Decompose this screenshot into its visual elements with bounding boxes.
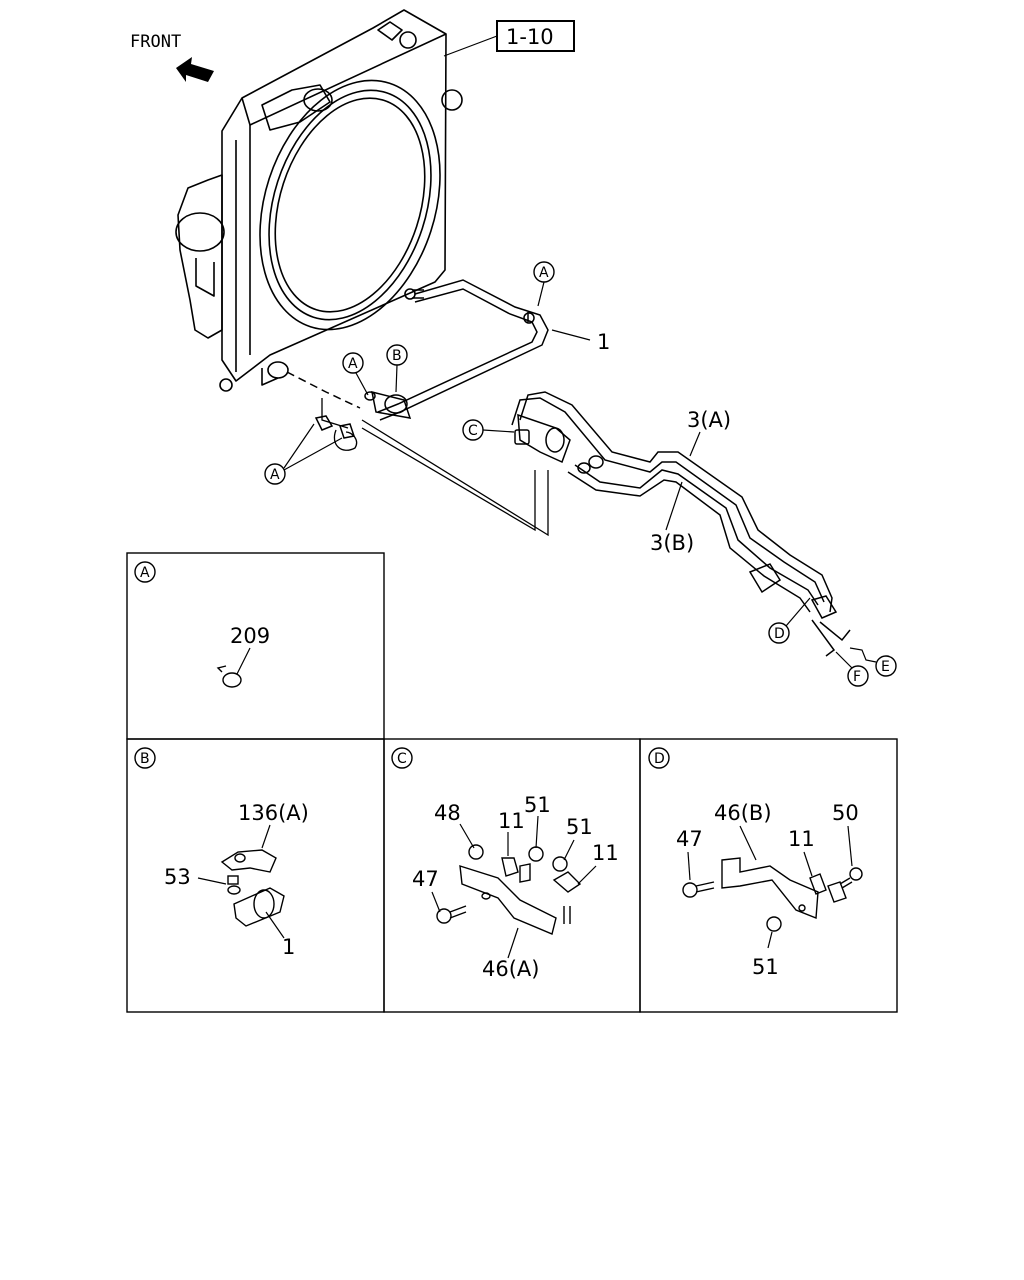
callout-D: D [768,597,811,644]
detail-A: A 209 [134,561,270,688]
label-pipe-3b: 3(B) [650,481,694,555]
svg-text:3(A): 3(A) [687,408,731,432]
bracket-136a-icon [220,849,277,873]
front-arrow-icon [176,57,214,82]
callout-C: C [462,419,515,441]
part-1-label: 1 [282,935,295,959]
part-48-label: 48 [434,801,461,825]
bolt-47-d-icon [682,881,715,898]
part-51-label-b: 51 [566,815,593,839]
svg-text:3(B): 3(B) [650,531,694,555]
svg-text:A: A [539,265,549,281]
svg-text:A: A [348,356,358,372]
reference-box: 1-10 [443,20,575,57]
svg-text:A: A [270,467,280,483]
pipes-3 [511,391,851,657]
reference-box-label: 1-10 [506,25,554,49]
part-47-label-d: 47 [676,827,703,851]
part-136a-label: 136(A) [238,801,309,825]
nut-51-icon [528,846,568,872]
svg-text:D: D [774,626,785,642]
detail-D-tag: D [654,751,665,767]
detail-A-tag: A [140,565,150,581]
part-46a-label: 46(A) [482,957,539,981]
detail-frames [126,552,898,1013]
part-53-label: 53 [164,865,191,889]
callout-A-upper: A [533,261,555,307]
svg-text:E: E [881,659,890,675]
part-50-label: 50 [832,801,859,825]
front-label: FRONT [130,32,181,52]
clip-assembly-B [314,390,412,439]
callout-F: F [835,651,869,687]
part-46b-label: 46(B) [714,801,772,825]
detail-C: C 48 11 51 51 11 47 46(A) [391,747,619,981]
detail-C-tag: C [397,751,407,767]
part-11-label-a: 11 [498,809,525,833]
nut-51-d-icon [766,916,782,932]
nut-48-icon [468,844,484,860]
label-pipe-3a: 3(A) [687,408,731,457]
label-pipe-1: 1 [551,329,610,354]
bolt-50-icon [839,867,863,889]
part-51-label-d: 51 [752,955,779,979]
part-11-label-b: 11 [592,841,619,865]
radiator-assembly [175,9,463,392]
svg-text:1: 1 [597,330,610,354]
pipe-1-section-icon [233,887,285,927]
callout-A-lower: A [264,423,343,485]
svg-text:F: F [853,669,861,685]
svg-text:C: C [468,423,478,439]
bracket-46b-icon [721,857,819,920]
clip-11-d-icon [809,873,847,903]
detail-B-tag: B [140,751,150,767]
bracket-46a-icon [459,865,557,935]
pipe-1 [286,279,549,421]
bolt-53-icon [227,875,241,895]
callout-A-middle: A [342,352,369,396]
part-11-label-d: 11 [788,827,815,851]
callout-B: B [386,344,408,393]
part-51-label-a: 51 [524,793,551,817]
part-209-label: 209 [230,624,270,648]
bolt-47-icon [436,905,571,924]
part-47-label-c: 47 [412,867,439,891]
detail-D: D 47 46(B) 11 50 51 [648,747,863,979]
detail-B: B 136(A) 53 1 [134,747,309,959]
svg-text:B: B [392,348,402,364]
clip-11-icon [501,857,582,893]
clip-209-icon [216,665,242,688]
callout-E: E [849,647,897,677]
